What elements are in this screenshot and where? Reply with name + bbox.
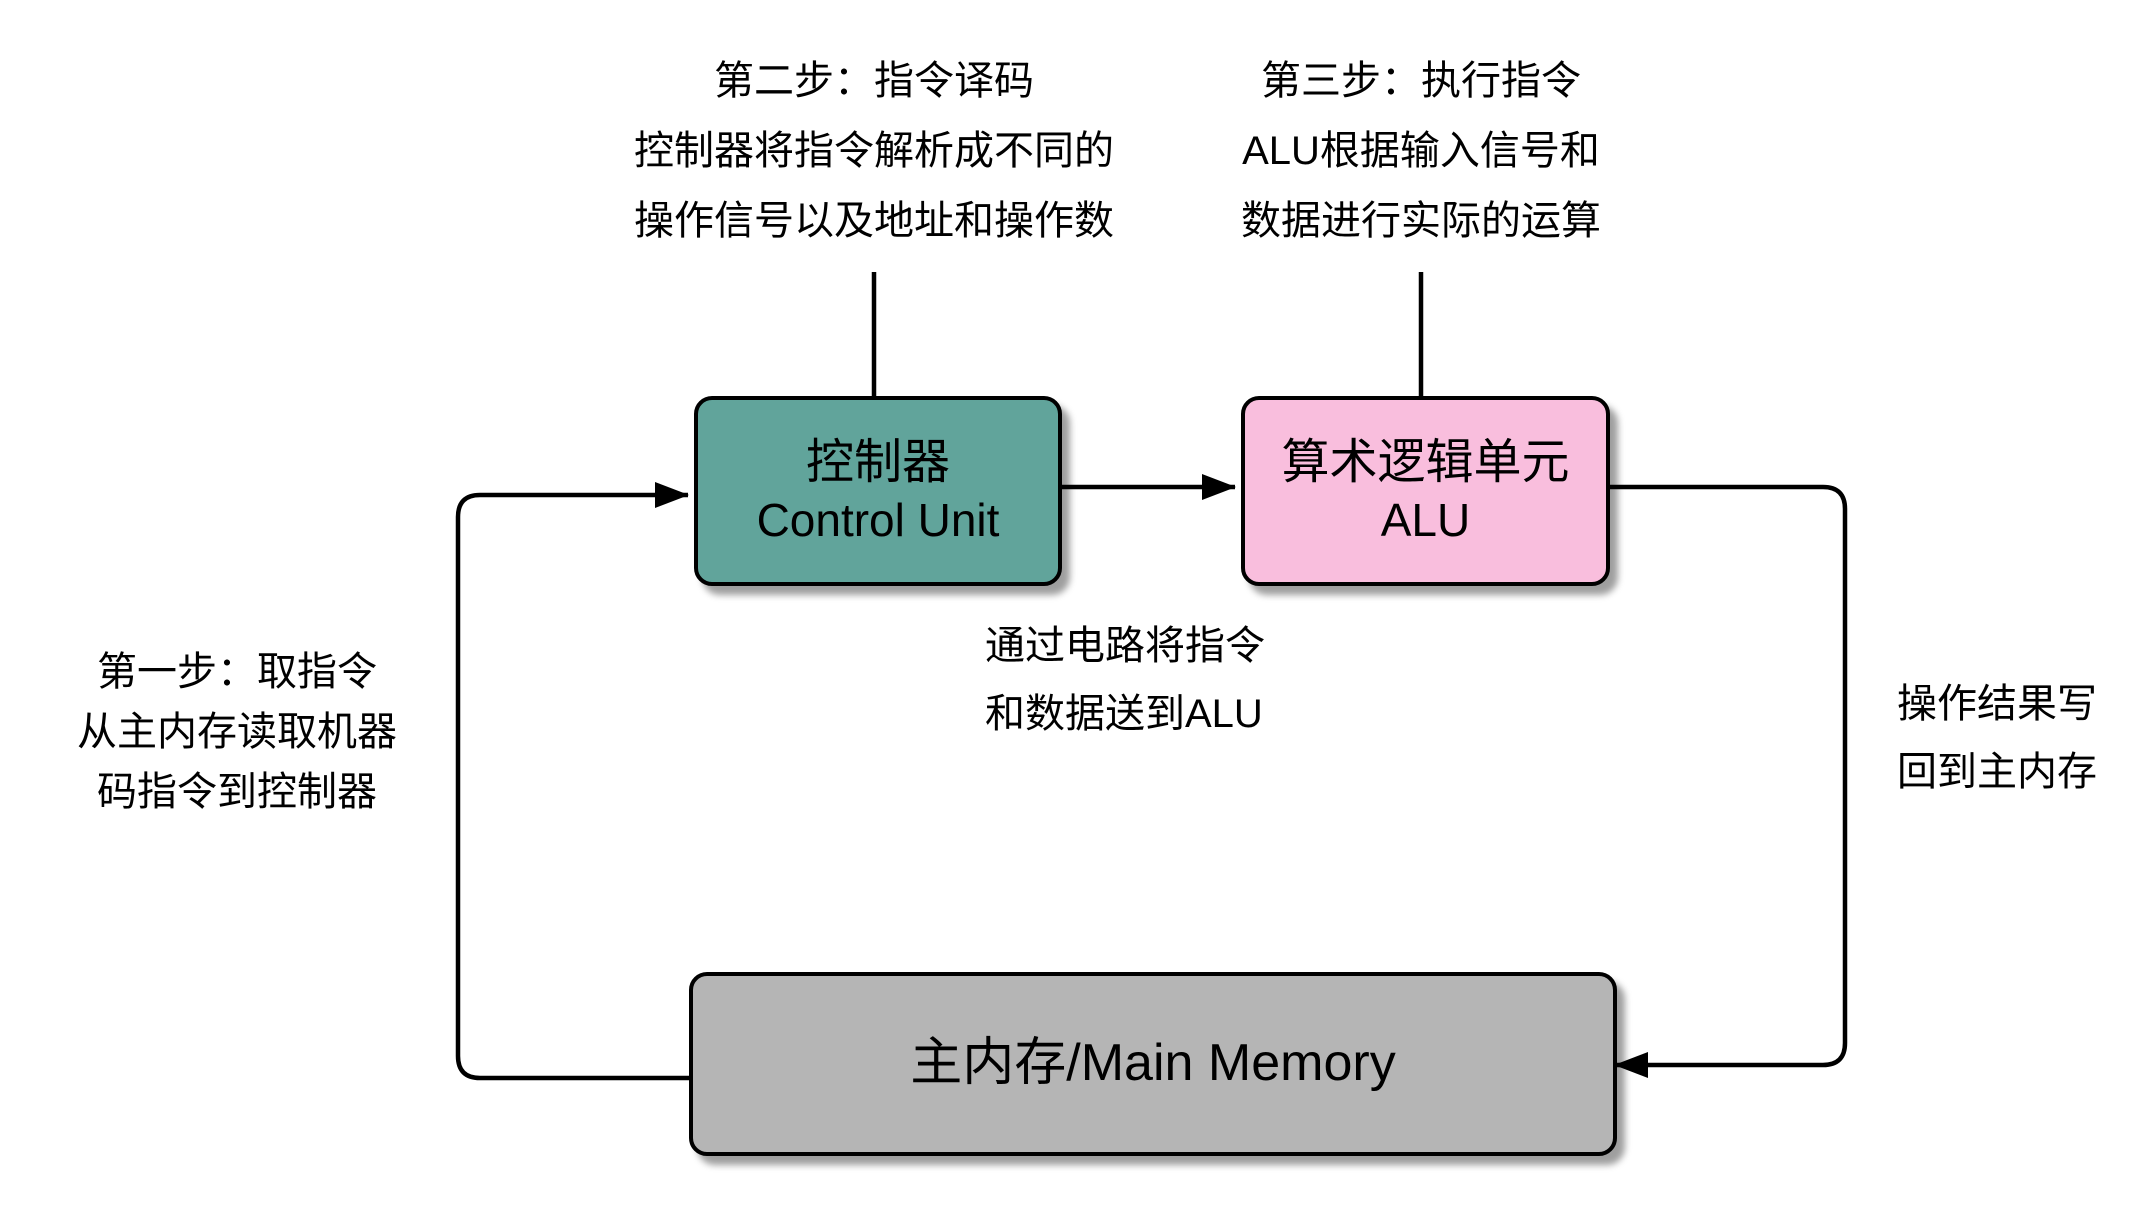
- annotation-line: 控制器将指令解析成不同的: [634, 129, 1114, 173]
- control-unit-label-en: Control Unit: [756, 494, 1000, 547]
- annotation-write-back: 操作结果写 回到主内存: [1897, 670, 2097, 806]
- arrow-alu-to-memory: [1602, 484, 1848, 1078]
- annotation-step1-fetch: 第一步：取指令 从主内存读取机器 码指令到控制器: [27, 642, 447, 822]
- annotation-line: ALU根据输入信号和: [1242, 129, 1600, 173]
- annotation-line: 操作信号以及地址和操作数: [634, 199, 1114, 243]
- main-memory-node: 主内存/Main Memory: [689, 972, 1617, 1156]
- annotation-line: 第三步：执行指令: [1261, 59, 1581, 103]
- annotation-line: 操作结果写: [1897, 682, 2097, 726]
- annotation-step2-decode: 第二步：指令译码 控制器将指令解析成不同的 操作信号以及地址和操作数: [594, 46, 1154, 256]
- annotation-line: 码指令到控制器: [97, 770, 377, 814]
- main-memory-label: 主内存/Main Memory: [910, 1034, 1396, 1093]
- annotation-line: 第二步：指令译码: [714, 59, 1034, 103]
- annotation-line: 第一步：取指令: [97, 650, 377, 694]
- annotation-step3-execute: 第三步：执行指令 ALU根据输入信号和 数据进行实际的运算: [1151, 46, 1691, 256]
- annotation-line: 数据进行实际的运算: [1241, 199, 1601, 243]
- annotation-line: 和数据送到ALU: [985, 692, 1263, 736]
- annotation-send-to-alu: 通过电路将指令 和数据送到ALU: [985, 612, 1265, 748]
- arrow-memory-to-control-unit: [455, 482, 689, 1081]
- alu-node: 算术逻辑单元 ALU: [1241, 396, 1610, 586]
- annotation-line: 通过电路将指令: [985, 624, 1265, 668]
- annotation-line: 从主内存读取机器: [77, 710, 397, 754]
- alu-label-zh: 算术逻辑单元: [1281, 435, 1570, 489]
- control-unit-label-zh: 控制器: [805, 435, 950, 489]
- annotation-line: 回到主内存: [1897, 750, 2097, 794]
- control-unit-node: 控制器 Control Unit: [694, 396, 1062, 586]
- alu-label-en: ALU: [1380, 494, 1471, 547]
